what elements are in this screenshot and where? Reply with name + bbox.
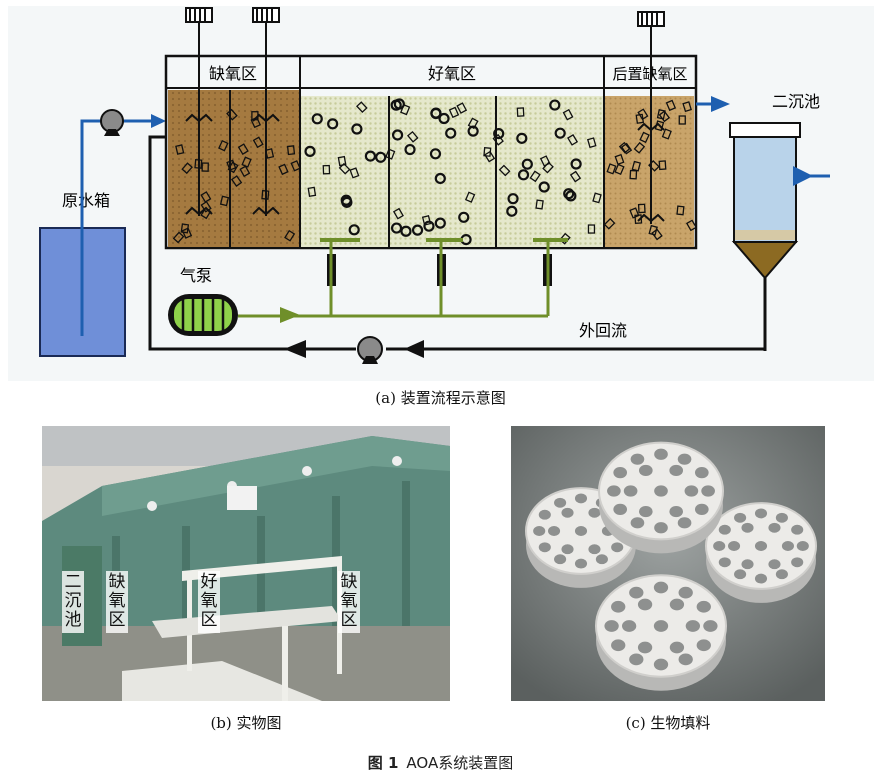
raw-water-tank-label: 原水箱	[62, 191, 110, 210]
schematic-panel: 原水箱 缺氧区 好氧区 后置缺氧区	[8, 6, 874, 381]
inlet-pump-icon	[100, 109, 124, 133]
biocarrier-scatter	[172, 98, 697, 246]
secondary-clarifier	[729, 122, 830, 351]
figure-number: 图 1	[367, 754, 399, 772]
panel-b-caption: (b) 实物图	[210, 714, 282, 732]
air-flowmeter-icons	[238, 242, 552, 323]
photo-label-aerobic: 好氧区	[198, 571, 220, 633]
clarifier-label: 二沉池	[772, 92, 820, 111]
process-flow-diagram: 原水箱 缺氧区 好氧区 后置缺氧区	[39, 7, 830, 364]
photo-label-anoxic-2: 缺氧区	[338, 571, 360, 633]
photo-label-clarifier: 二沉池	[62, 571, 84, 633]
aerobic-zone	[301, 96, 603, 247]
panel-c-caption: (c) 生物填料	[625, 714, 711, 732]
mixer-icon	[637, 11, 665, 224]
zone-label-anoxic: 缺氧区	[209, 64, 257, 83]
post-anoxic-zone	[605, 96, 694, 247]
reactor-tank	[164, 54, 698, 250]
air-pump-icon	[168, 294, 238, 336]
photo-label-anoxic-1: 缺氧区	[106, 571, 128, 633]
zone-label-aerobic: 好氧区	[428, 64, 476, 83]
mixer-icon	[252, 7, 280, 216]
mixer-icon	[185, 7, 213, 216]
figure-caption: 图 1 AOA系统装置图	[0, 752, 881, 773]
biocarrier-photo	[511, 426, 825, 701]
panel-a-caption: (a) 装置流程示意图	[375, 389, 506, 407]
air-pump-label: 气泵	[180, 266, 212, 285]
figure-title: AOA系统装置图	[406, 754, 514, 772]
apparatus-photo: 二沉池 缺氧区 好氧区 缺氧区	[42, 426, 450, 701]
return-flow-label: 外回流	[579, 321, 627, 340]
